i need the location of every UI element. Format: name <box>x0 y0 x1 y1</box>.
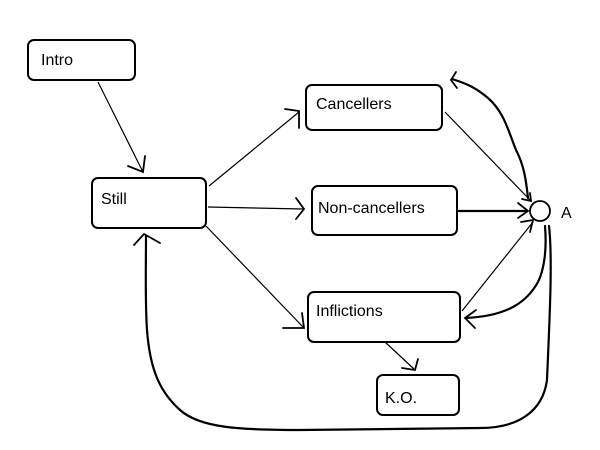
node-ko-label: K.O. <box>385 390 417 407</box>
node-still-box <box>91 177 207 229</box>
edge-intro-to-still <box>97 81 146 174</box>
edge-non-cancellers-to-a <box>457 202 530 219</box>
edge-line <box>144 224 552 432</box>
edge-still-to-cancellers <box>208 108 300 187</box>
node-intro-box <box>27 39 136 81</box>
arrowhead-icon <box>449 71 458 89</box>
arrowhead-icon <box>401 358 419 372</box>
node-inflictions[interactable]: Inflictions <box>307 291 461 343</box>
edge-line <box>97 81 144 173</box>
arrowhead-icon <box>282 312 306 329</box>
edge-line <box>207 206 304 210</box>
node-a[interactable]: A <box>529 200 572 222</box>
edge-line <box>384 341 415 370</box>
edge-inflictions-to-a <box>461 218 535 312</box>
node-non-cancellers[interactable]: Non-cancellers <box>311 185 458 236</box>
node-a-circle <box>529 200 551 222</box>
edge-cancellers-to-a <box>444 111 533 203</box>
arrowhead-icon <box>520 218 535 233</box>
node-non-cancellers-label: Non-cancellers <box>318 200 425 217</box>
arrowhead-icon <box>517 202 530 219</box>
edge-line <box>444 111 531 201</box>
arrowhead-icon <box>133 232 161 246</box>
edge-line <box>208 111 300 187</box>
node-still[interactable]: Still <box>91 177 207 229</box>
edge-line <box>205 225 305 329</box>
edge-a-to-inflictions <box>463 224 547 329</box>
arrowhead-icon <box>127 155 146 174</box>
node-a-label: A <box>561 205 572 222</box>
node-intro[interactable]: Intro <box>27 39 136 81</box>
node-intro-label: Intro <box>41 52 73 69</box>
node-cancellers[interactable]: Cancellers <box>305 84 443 131</box>
node-ko-box <box>376 374 460 416</box>
edge-a-to-still <box>133 224 552 432</box>
edge-line <box>464 224 547 320</box>
arrowhead-icon <box>284 108 300 129</box>
node-ko[interactable]: K.O. <box>376 374 460 416</box>
edge-line <box>461 221 534 312</box>
node-non-cancellers-box <box>311 185 458 236</box>
node-still-label: Still <box>101 191 127 208</box>
arrowhead-icon <box>463 309 477 329</box>
node-cancellers-box <box>305 84 443 131</box>
arrowhead-icon <box>295 197 306 220</box>
edge-inflictions-to-ko <box>384 341 419 372</box>
node-cancellers-label: Cancellers <box>316 96 392 113</box>
edge-line <box>450 77 530 200</box>
edge-still-to-inflictions <box>205 225 306 329</box>
node-inflictions-label: Inflictions <box>316 303 383 320</box>
arrowhead-icon <box>521 192 533 203</box>
node-inflictions-box <box>307 291 461 343</box>
edge-still-to-non-cancellers <box>207 197 306 220</box>
edge-a-to-cancellers <box>449 71 530 200</box>
